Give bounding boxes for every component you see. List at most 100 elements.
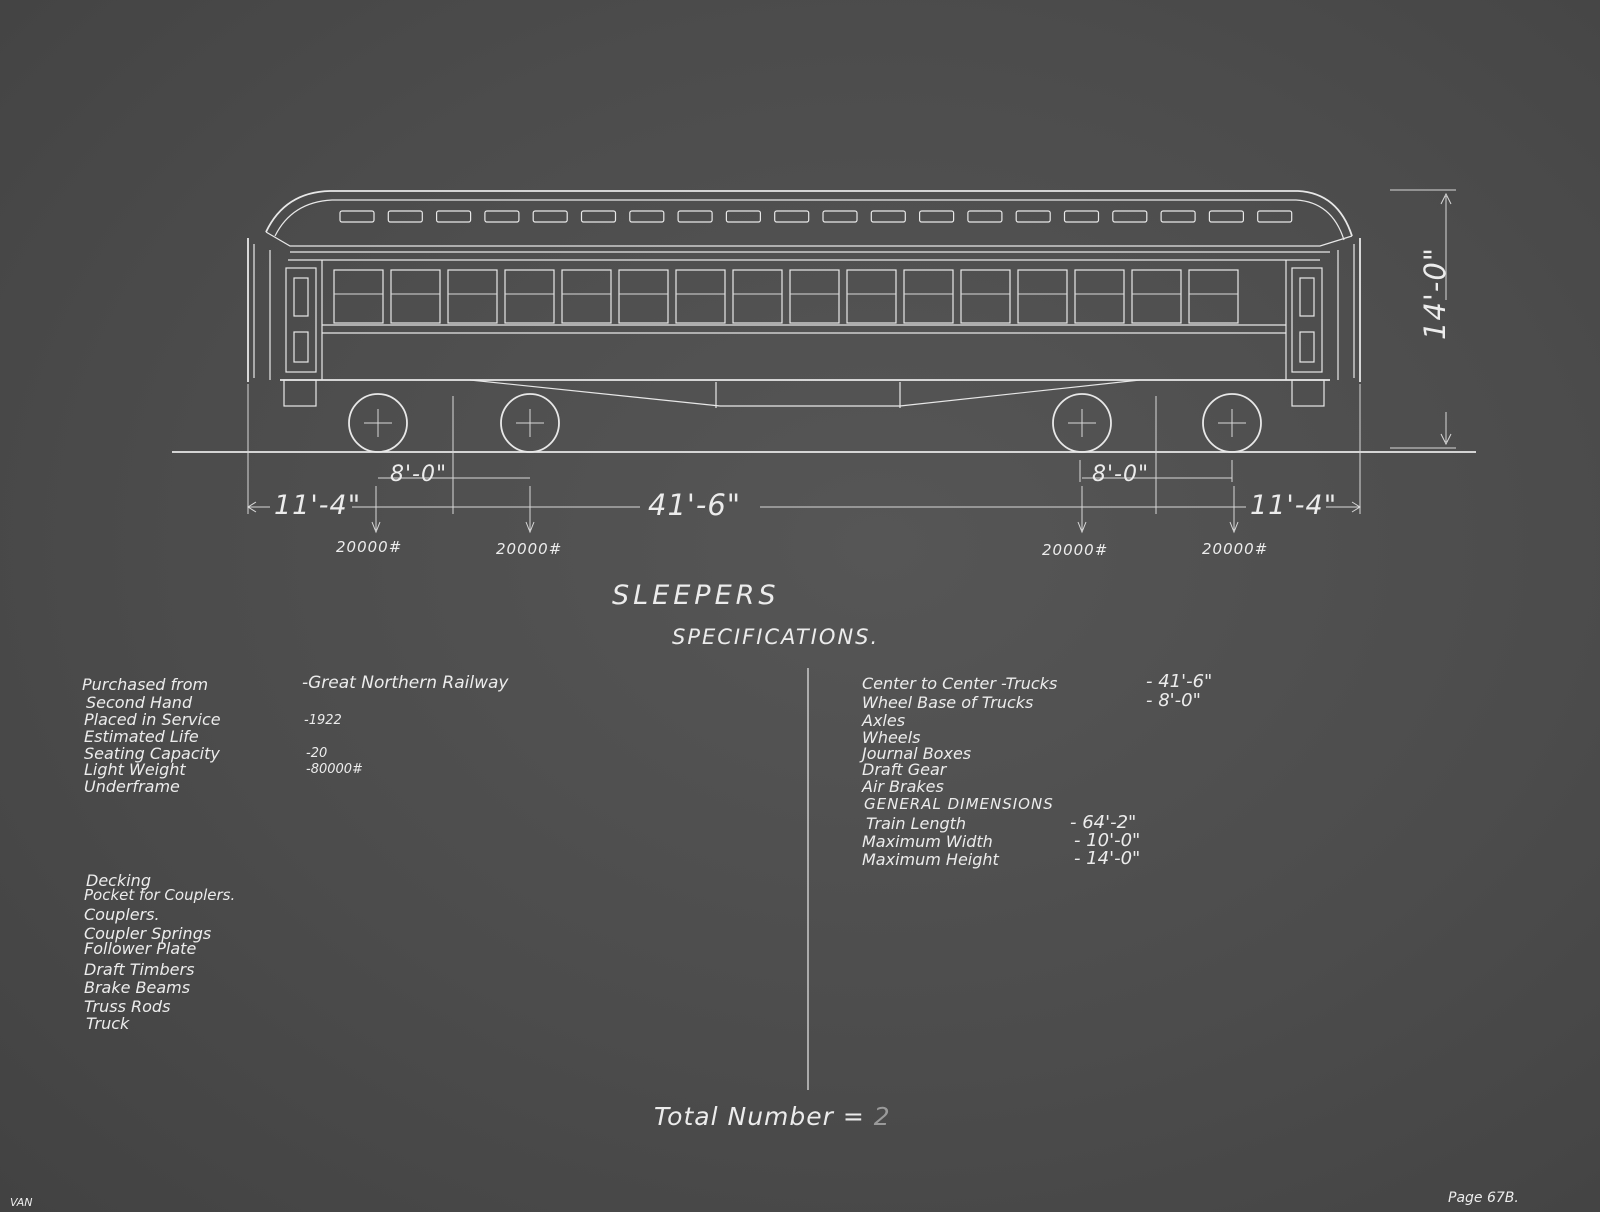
wheelbase-dimension-left: 8'-0"	[390, 462, 448, 487]
side-window	[504, 269, 555, 324]
spec-label-estimated-life: Estimated Life	[84, 727, 199, 746]
page-number: Page 67B.	[1448, 1190, 1519, 1206]
truck-wheels	[348, 393, 1262, 453]
wheelbase-dimension-right: 8'-0"	[1092, 462, 1150, 487]
side-window	[333, 269, 384, 324]
clerestory-window	[436, 210, 472, 223]
clerestory-window	[532, 210, 568, 223]
spec-value-train-length: - 64'-2"	[1070, 812, 1137, 833]
side-window	[447, 269, 498, 324]
spec-label-train-length: Train Length	[866, 814, 967, 833]
side-window	[903, 269, 954, 324]
item-pocket-for-couplers: Pocket for Couplers.	[84, 886, 236, 904]
load-arrows	[371, 486, 1239, 534]
wheel	[500, 393, 560, 453]
spec-label-seating-capacity: Seating Capacity	[84, 744, 220, 763]
end-dimension-left: 11'-4"	[274, 490, 362, 521]
spec-label-light-weight: Light Weight	[84, 760, 186, 779]
clerestory-window	[870, 210, 906, 223]
clerestory-window	[629, 210, 665, 223]
load-arrow-head	[525, 521, 535, 534]
clerestory-window	[484, 210, 520, 223]
spec-value-center-to-center: - 41'-6"	[1146, 671, 1213, 692]
axle-load-4: 20000#	[1202, 540, 1269, 558]
load-arrow-head	[1229, 521, 1239, 534]
total-number-value: 2	[873, 1102, 891, 1131]
clerestory-window	[387, 210, 423, 223]
spec-label-placed-in-service: Placed in Service	[84, 710, 221, 729]
spec-label-draft-gear: Draft Gear	[862, 760, 947, 779]
clerestory-window	[967, 210, 1003, 223]
item-decking: Decking	[86, 871, 151, 890]
spec-value-purchased-from: -Great Northern Railway	[302, 673, 509, 693]
spec-value-seating-capacity: -20	[306, 746, 328, 761]
total-number: Total Number = 2	[654, 1102, 891, 1131]
specifications-heading: SPECIFICATIONS.	[672, 625, 880, 649]
wheel	[1052, 393, 1112, 453]
spec-value-placed-in-service: -1922	[304, 713, 342, 728]
side-window	[1188, 269, 1239, 324]
axle-load-1: 20000#	[336, 538, 403, 556]
center-dimension: 41'-6"	[648, 488, 742, 522]
dimension-lines	[172, 189, 1476, 514]
spec-label-center-to-center: Center to Center -Trucks	[862, 674, 1058, 693]
car-roof	[265, 190, 1353, 261]
clerestory-window	[918, 210, 955, 223]
item-draft-timbers: Draft Timbers	[84, 960, 195, 979]
total-number-label: Total Number =	[654, 1102, 865, 1131]
corner-initials: VAN	[10, 1196, 33, 1209]
side-windows	[333, 269, 1239, 324]
spec-label-air-brakes: Air Brakes	[862, 777, 944, 796]
wheel	[1202, 393, 1262, 453]
axle-load-3: 20000#	[1042, 541, 1109, 559]
clerestory-window	[580, 210, 617, 223]
clerestory-window	[725, 210, 762, 223]
clerestory-window	[1208, 210, 1245, 223]
clerestory-windows	[339, 210, 1293, 223]
drawing-title: SLEEPERS	[612, 580, 780, 611]
item-couplers: Couplers.	[84, 905, 160, 924]
side-window	[789, 269, 840, 324]
clerestory-window	[339, 210, 375, 223]
side-window	[960, 269, 1011, 324]
spec-label-purchased-from: Purchased from	[82, 675, 209, 694]
side-window	[618, 269, 669, 324]
clerestory-window	[822, 210, 858, 223]
side-window	[561, 269, 612, 324]
side-window	[1074, 269, 1125, 324]
clerestory-window	[774, 210, 810, 223]
item-truss-rods: Truss Rods	[84, 997, 171, 1016]
clerestory-window	[1015, 210, 1051, 223]
spec-label-journal-boxes: Journal Boxes	[862, 744, 972, 763]
clerestory-window	[677, 210, 713, 223]
spec-value-max-width: - 10'-0"	[1074, 830, 1141, 851]
spec-label-second-hand: Second Hand	[86, 693, 193, 712]
load-arrow-head	[1077, 521, 1087, 534]
spec-label-general-dimensions: GENERAL DIMENSIONS	[864, 795, 1054, 813]
item-coupler-springs: Coupler Springs	[84, 924, 212, 943]
side-window	[1131, 269, 1182, 324]
spec-label-max-width: Maximum Width	[862, 832, 993, 851]
item-truck: Truck	[86, 1014, 130, 1033]
side-window	[675, 269, 726, 324]
spec-value-wheel-base: - 8'-0"	[1146, 690, 1201, 711]
wheel	[348, 393, 408, 453]
spec-label-wheels: Wheels	[862, 728, 921, 747]
clerestory-window	[1160, 210, 1196, 223]
spec-label-underframe: Underframe	[84, 777, 180, 796]
height-dimension: 14'-0"	[1418, 246, 1452, 340]
side-window	[846, 269, 897, 324]
spec-value-max-height: - 14'-0"	[1074, 848, 1141, 869]
clerestory-window	[1257, 210, 1293, 223]
spec-label-wheel-base: Wheel Base of Trucks	[862, 693, 1034, 712]
spec-label-axles: Axles	[862, 711, 906, 730]
clerestory-window	[1063, 210, 1100, 223]
item-follower-plate: Follower Plate	[84, 939, 197, 958]
axle-load-2: 20000#	[496, 540, 563, 558]
load-arrow-head	[371, 521, 381, 534]
spec-label-max-height: Maximum Height	[862, 850, 999, 869]
spec-value-light-weight: -80000#	[306, 762, 363, 777]
item-brake-beams: Brake Beams	[84, 978, 191, 997]
